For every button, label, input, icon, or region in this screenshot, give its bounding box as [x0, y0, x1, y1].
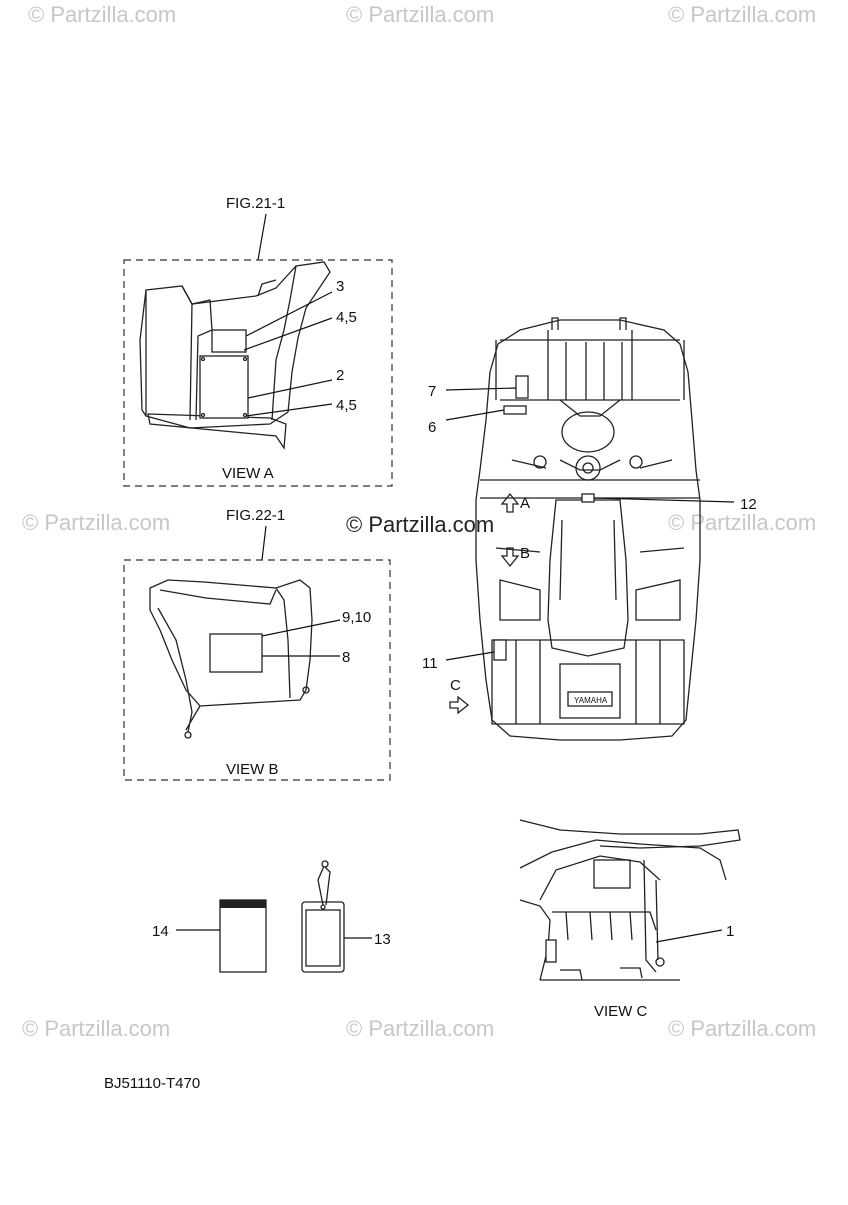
- view-a-frame: [123, 259, 393, 487]
- label-sheet-14: [219, 899, 267, 973]
- plate-bracket: [559, 663, 621, 719]
- label-11: [493, 639, 507, 661]
- hang-tag-13: [301, 901, 345, 973]
- hang-tag-13-inner: [305, 909, 341, 967]
- callout-3: 3: [336, 278, 344, 295]
- label-12: [581, 493, 595, 503]
- watermark: © Partzilla.com: [668, 510, 816, 535]
- view-b-title: VIEW B: [226, 761, 279, 778]
- callout-1: 1: [726, 923, 734, 940]
- label-7: [515, 375, 529, 399]
- callout-8: 8: [342, 649, 350, 666]
- view-c-group: 1 VIEW C: [519, 819, 741, 1020]
- watermark: © Partzilla.com: [668, 1016, 816, 1041]
- watermark: © Partzilla.com: [22, 1016, 170, 1041]
- callout-12: 12: [740, 496, 757, 513]
- watermark: © Partzilla.com: [346, 1016, 494, 1041]
- label-1: [545, 939, 557, 963]
- callout-6: 6: [428, 419, 436, 436]
- callout-13: 13: [374, 931, 391, 948]
- sheet-14-top-band: [220, 900, 266, 908]
- arrow-c-icon: [449, 695, 470, 715]
- callout-2: 2: [336, 367, 344, 384]
- rear-fender-drawing: [139, 261, 331, 450]
- loose-parts-group: 14 13: [152, 860, 391, 973]
- view-b-frame: [123, 559, 391, 781]
- callout-4-5-lower: 4,5: [336, 397, 357, 414]
- arrow-b-icon: [500, 547, 520, 568]
- watermark: © Partzilla.com: [668, 2, 816, 27]
- watermark: © Partzilla.com: [346, 2, 494, 27]
- direction-b-label: B: [520, 545, 530, 562]
- fig-ref-21-1: FIG.21-1: [226, 195, 285, 212]
- brand-plate: [567, 691, 613, 707]
- view-a-group: FIG.21-1 3 4,5 2 4,5 VIEW A: [123, 195, 393, 487]
- view-c-title: VIEW C: [594, 1003, 648, 1020]
- center-watermark: © Partzilla.com: [346, 512, 494, 537]
- watermark: © Partzilla.com: [22, 510, 170, 535]
- callout-7: 7: [428, 383, 436, 400]
- watermarks: © Partzilla.com © Partzilla.com © Partzi…: [22, 2, 816, 1041]
- label-2: [199, 355, 249, 419]
- watermark: © Partzilla.com: [28, 2, 176, 27]
- diagram-code: BJ51110-T470: [104, 1075, 200, 1092]
- fig-ref-22-1: FIG.22-1: [226, 507, 285, 524]
- view-b-group: FIG.22-1 9,10 8 VIEW B: [123, 507, 391, 781]
- label-8: [209, 633, 263, 673]
- front-fender-drawing: [149, 579, 313, 739]
- atv-top-view: YAMAHA A B C 7 6 12 11: [422, 317, 757, 741]
- callout-14: 14: [152, 923, 169, 940]
- view-a-title: VIEW A: [222, 465, 274, 482]
- callout-11: 11: [422, 655, 438, 672]
- brand-plate-text: YAMAHA: [574, 696, 608, 705]
- label-3: [211, 329, 247, 353]
- direction-c-label: C: [450, 677, 461, 694]
- arrow-a-icon: [500, 492, 520, 513]
- callout-4-5-upper: 4,5: [336, 309, 357, 326]
- label-6: [503, 405, 527, 415]
- direction-a-label: A: [520, 495, 530, 512]
- callout-9-10: 9,10: [342, 609, 371, 626]
